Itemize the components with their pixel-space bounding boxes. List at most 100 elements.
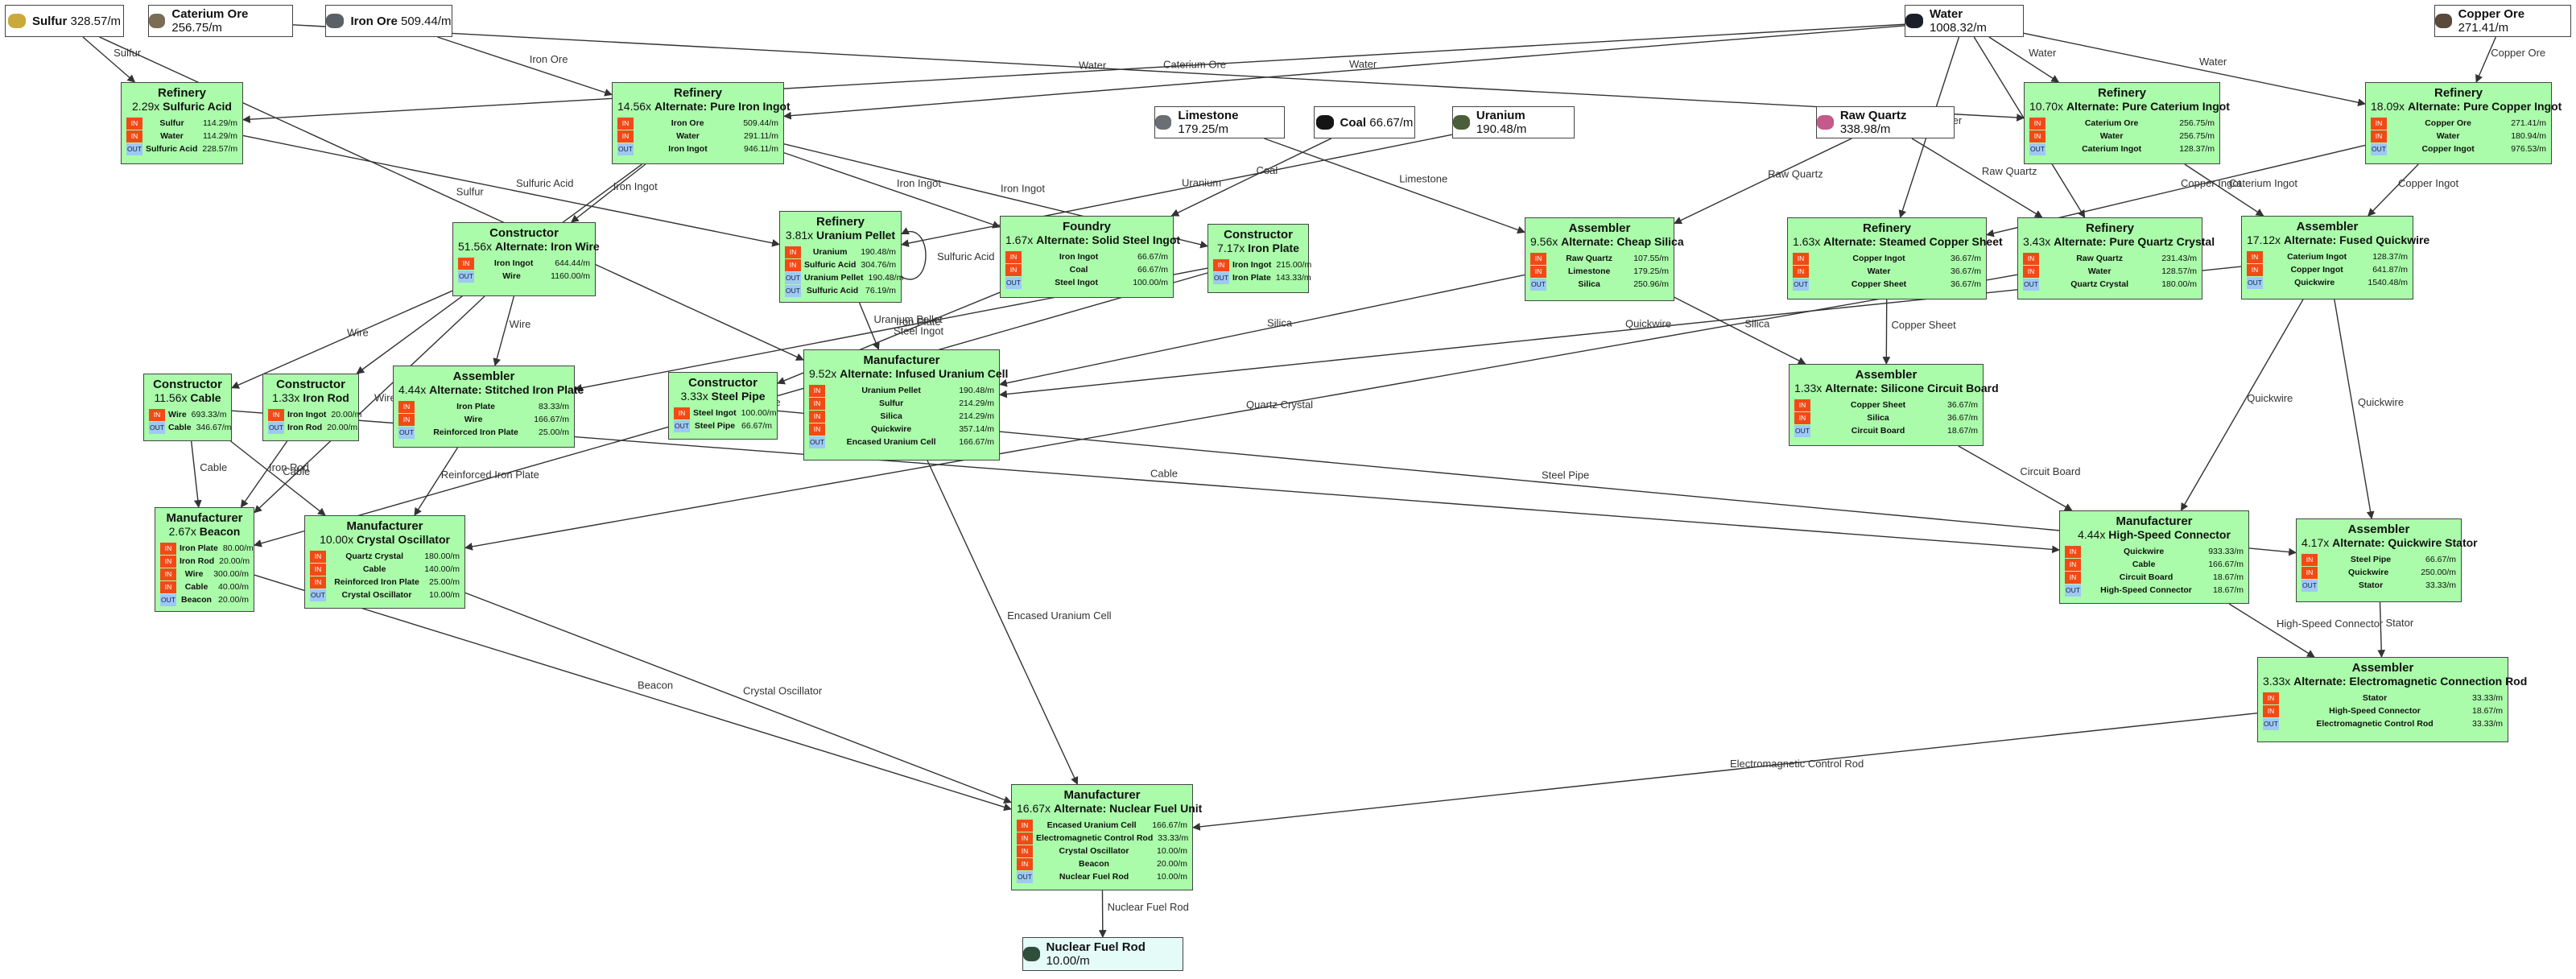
in-tag: IN xyxy=(809,410,825,423)
resource-label: Coal 66.67/m xyxy=(1340,116,1414,130)
building-type: Assembler xyxy=(2351,661,2414,675)
item-rate: 509.44/m xyxy=(743,118,778,128)
item-name: Copper Ingot xyxy=(1852,253,1905,263)
resource-limestone[interactable]: Limestone 179.25/m xyxy=(1154,106,1285,138)
item-name: Iron Ingot xyxy=(1232,259,1272,270)
recipe-name: Crystal Oscillator xyxy=(357,533,450,546)
water-icon xyxy=(1905,14,1923,28)
out-tag: OUT xyxy=(1794,424,1810,437)
recipe-name: Alternate: Pure Caterium Ingot xyxy=(2066,100,2230,113)
edge-label: Quartz Crystal xyxy=(1246,399,1313,411)
sulfur-icon xyxy=(7,14,26,28)
resource-caterium[interactable]: Caterium Ore 256.75/m xyxy=(148,5,293,37)
recipe-title: 18.09x Alternate: Pure Copper Ingot xyxy=(2371,100,2562,114)
item-rate: 250.96/m xyxy=(1633,279,1669,289)
multiplier: 7.17x xyxy=(1217,242,1245,254)
in-tag: IN xyxy=(1530,265,1546,278)
edge-label: Wire xyxy=(347,326,369,338)
building-type: Manufacturer xyxy=(2116,514,2193,528)
in-tag: IN xyxy=(1530,252,1546,265)
item-rate: 976.53/m xyxy=(2511,143,2546,154)
item-rate: 114.29/m xyxy=(203,130,237,141)
edge-label: Copper Ingot xyxy=(2398,177,2459,189)
in-tag: IN xyxy=(1793,265,1809,278)
resource-water[interactable]: Water 1008.32/m xyxy=(1905,5,2024,37)
item-rate: 10.00/m xyxy=(429,589,460,600)
resource-ironore[interactable]: Iron Ore 509.44/m xyxy=(325,5,452,37)
out-tag: OUT xyxy=(1530,278,1546,291)
resource-nfr[interactable]: Nuclear Fuel Rod 10.00/m xyxy=(1022,937,1183,971)
item-name: Iron Ingot xyxy=(1059,251,1099,262)
resource-coal[interactable]: Coal 66.67/m xyxy=(1314,106,1415,138)
item-name: Quickwire xyxy=(2348,567,2389,577)
in-tag: IN xyxy=(160,580,176,593)
recipe-name: Iron Plate xyxy=(1248,242,1299,254)
recipe-name: Alternate: Solid Steel Ingot xyxy=(1036,233,1181,246)
resource-name: Limestone xyxy=(1178,109,1239,122)
multiplier: 9.56x xyxy=(1530,235,1558,248)
edge-label: Cable xyxy=(200,461,227,473)
multiplier: 10.70x xyxy=(2029,100,2064,113)
edge-pureiron-ironwire xyxy=(571,163,646,223)
building-type: Assembler xyxy=(452,370,515,383)
resource-copperore[interactable]: Copper Ore 271.41/m xyxy=(2434,5,2571,37)
item-rate: 80.00/m xyxy=(222,543,254,553)
item-rate: 180.94/m xyxy=(2511,130,2546,141)
resource-sulfur[interactable]: Sulfur 328.57/m xyxy=(5,5,124,37)
item-name: Electromagnetic Control Rod xyxy=(1036,832,1154,843)
out-tag: OUT xyxy=(674,419,690,432)
out-tag: OUT xyxy=(458,270,474,283)
edge-ironwire-stitched xyxy=(493,295,515,366)
resource-uranium[interactable]: Uranium 190.48/m xyxy=(1452,106,1575,138)
recipe-title: 1.33x Alternate: Silicone Circuit Board xyxy=(1794,382,1999,395)
in-tag: IN xyxy=(160,542,176,555)
item-rate: 18.67/m xyxy=(2472,705,2503,716)
item-rate: 179.25/m xyxy=(1633,266,1669,276)
resource-label: Iron Ore 509.44/m xyxy=(350,14,451,28)
out-tag: OUT xyxy=(2371,143,2387,155)
recipe-title: 17.12x Alternate: Fused Quickwire xyxy=(2247,233,2429,247)
item-name: Limestone xyxy=(1567,266,1611,276)
recipe-title: 9.56x Alternate: Cheap Silica xyxy=(1530,235,1684,249)
multiplier: 1.33x xyxy=(272,391,300,404)
recipe-name: Alternate: Quickwire Stator xyxy=(2332,536,2478,549)
edge-fusedquick-qstator xyxy=(2334,299,2375,519)
building-type: Manufacturer xyxy=(346,519,423,533)
in-tag: IN xyxy=(2301,553,2318,566)
resource-rawquartz[interactable]: Raw Quartz 338.98/m xyxy=(1816,106,1955,138)
recipe-name: Alternate: Electromagnetic Connection Ro… xyxy=(2293,675,2528,688)
